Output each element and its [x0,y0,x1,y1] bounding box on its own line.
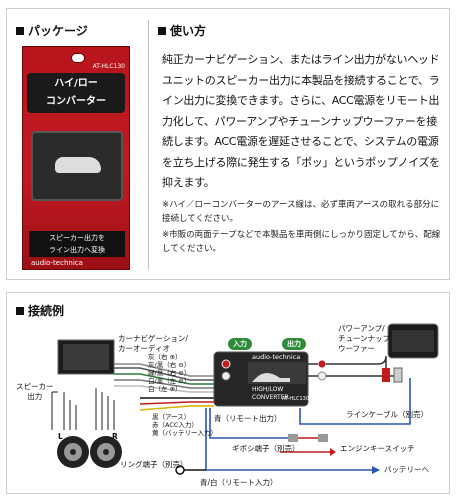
connection-heading: 接続例 [16,302,64,319]
label-speaker-out: スピーカー 出力 [16,382,54,401]
bottom-frame [6,292,450,494]
package-image: AT-HLC130 ハイ/ロー コンバーター スピーカー出力を ライン出力へ変換… [22,46,130,270]
gibosi-connector-2 [318,434,328,442]
usage-heading: 使い方 [158,22,206,39]
wire-yellow [139,405,214,411]
heading-bullet-icon [16,306,24,315]
usage-note-2: ※市販の両面テープなどで本製品を車両側にしっかり固定してから、配線してください。 [162,230,441,254]
label-wire-7: 赤（ACC入力） [152,421,198,429]
rca-out-red [317,359,327,369]
top-frame [6,8,450,280]
wire-gray [114,363,214,377]
rca-in-white [221,371,231,381]
label-right: R [112,432,118,441]
usage-note-1: ※ハイ／ローコンバーターのアース線は、必ず車両アースの取れる部分に接続してくださ… [162,200,440,224]
remote-out-wire [209,408,290,439]
label-engine-key: エンジンキースイッチ [340,444,415,453]
heading-bullet-icon [16,26,24,35]
package-title: ハイ/ロー コンバーター [27,73,125,113]
label-device-name: HIGH/LOW CONVERTER [252,386,289,401]
speaker-bracket-r [95,388,115,430]
label-gibosi: ギボシ端子（別売） [232,444,300,453]
label-wire-5: 白（左 ⊕） [148,385,182,393]
label-ring-terminal: リング端子（別売） [120,460,188,469]
speaker-bracket [51,391,77,430]
package-brand: audio-technica [31,259,83,267]
label-car-navi: カーナビゲーション/ カーオーディオ [118,334,188,353]
wire-gray-black [114,367,214,381]
package-heading: パッケージ [16,22,88,39]
package-feature: スピーカー出力を ライン出力へ変換 [29,231,125,257]
package-model: AT-HLC130 [92,63,125,70]
rca-in-red [221,359,231,369]
label-remote-out: 青（リモート出力） [214,414,282,423]
label-wire-1: 灰（右 ⊕） [148,353,182,361]
acc-arrow-icon [330,448,336,456]
package-heading-text: パッケージ [28,24,88,38]
converter-unit-picture [31,131,123,201]
car-icon [55,157,101,173]
label-input: 入力 [228,338,252,350]
wire-white [114,385,214,393]
remote-wire-to-amp [299,378,411,425]
label-line-cable: ラインケーブル（別売） [346,410,429,419]
converter-car-icon [252,373,290,382]
wire-red [139,401,214,405]
speaker-wires [114,363,214,411]
rca-plug-red [382,368,390,382]
wire-white-black [114,379,214,389]
connection-heading-text: 接続例 [28,304,65,318]
rca-stubs [308,363,318,377]
section-divider [148,20,149,270]
usage-heading-text: 使い方 [170,24,207,38]
label-wire-4: 白/黒（左 ⊖） [148,377,191,385]
label-battery: バッテリーへ [384,465,429,474]
wire-green-black [114,373,214,385]
speaker-right-center [103,449,109,455]
label-wire-3: 緑/黒（右 ⊖） [148,369,191,377]
label-remote-in: 青/白（リモート入力） [200,478,278,487]
label-output: 出力 [282,338,306,350]
label-power-amp: パワーアンプ/ チューンナップ ウーファー [338,324,391,353]
battery-arrow-icon [372,466,380,474]
head-unit-screen [63,344,109,370]
label-device-brand: audio-technica [252,353,301,361]
usage-body: 純正カーナビゲーション、またはライン出力がないヘッドユニットのスピーカー出力に本… [162,53,440,189]
rca-plug-white [393,367,403,383]
hang-hole [71,53,85,63]
heading-bullet-icon [158,26,166,35]
speaker-left-center [70,449,76,455]
label-left: L [58,432,63,441]
label-wire-6: 黒（アース） [152,413,191,421]
label-device-model: AT-HLC130 [282,396,310,402]
label-wire-8: 黄（バッテリー入力） [152,429,217,437]
line-cable-1 [326,355,387,370]
gibosi-connector-1 [288,434,298,442]
label-wire-2: 灰/黒（右 ⊖） [148,361,191,369]
power-amp-face [392,330,434,352]
rca-out-white [317,371,327,381]
